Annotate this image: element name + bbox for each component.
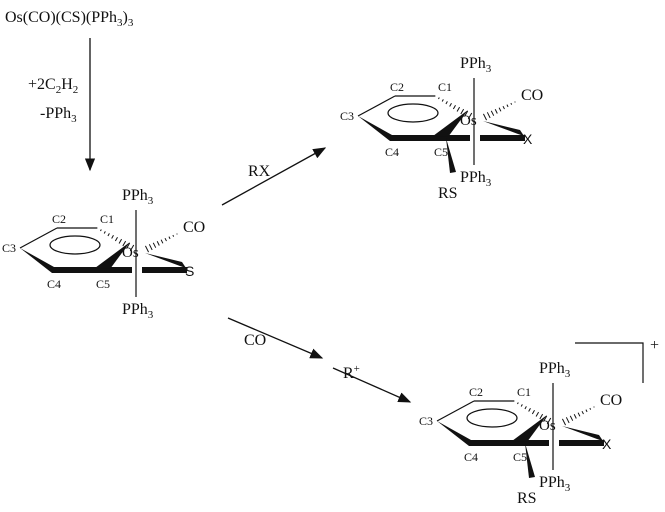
wedge-bond-os-x [483, 121, 524, 136]
bond-c3-c2 [19, 227, 58, 249]
cation-bracket [575, 342, 644, 383]
bold-bond-os-x [142, 267, 187, 273]
wedge-bond-c3-c4 [437, 421, 471, 446]
label-c4: C4 [385, 145, 399, 159]
label-c1: C1 [517, 385, 531, 399]
cation-charge: + [650, 337, 659, 354]
bold-bond-c4-c5 [469, 440, 549, 446]
wedge-bond-os-x [562, 426, 603, 441]
label-c1: C1 [100, 212, 114, 226]
wedge-bond-c5-rs [525, 443, 535, 478]
hashed-bond-c1-os [96, 227, 135, 252]
label-pph3-bottom: PPh3 [460, 169, 492, 189]
bond-c3-c2 [357, 95, 396, 117]
starting-complex-formula: Os(CO)(CS)(PPh3)3 [5, 9, 134, 29]
label-r-plus: R+ [343, 363, 360, 382]
label-pph3-bottom: PPh3 [122, 301, 154, 321]
label-rx: RX [248, 163, 271, 180]
label-c2: C2 [52, 212, 66, 226]
hashed-bond-c1-os [513, 400, 552, 425]
label-metal-os: Os [122, 245, 139, 261]
label-co-ligand: CO [183, 219, 205, 236]
aromatic-ring-circle [466, 408, 518, 428]
label-metal-os: Os [539, 418, 556, 434]
label-x-ligand: X [602, 436, 612, 452]
label-c1: C1 [438, 80, 452, 94]
aromatic-ring-circle [387, 103, 439, 123]
label-x-ligand: X [523, 131, 533, 147]
label-c2: C2 [390, 80, 404, 94]
label-pph3-bottom: PPh3 [539, 474, 571, 494]
wedge-bond-c5-rs [446, 138, 456, 173]
bold-bond-os-x [559, 440, 604, 446]
bold-bond-c4-c5 [52, 267, 132, 273]
wedge-bond-os-x [145, 253, 186, 268]
bold-bond-c4-c5 [390, 135, 470, 141]
label-x-ligand: S [185, 263, 194, 279]
aromatic-ring-circle [49, 235, 101, 255]
reagent-minus-pph3: -PPh3 [40, 105, 77, 125]
label-c2: C2 [469, 385, 483, 399]
label-c3: C3 [340, 109, 354, 123]
label-c5: C5 [96, 277, 110, 291]
wedge-bond-c5-os [512, 415, 547, 442]
hashed-bond-os-co [144, 233, 178, 253]
label-rs: RS [438, 185, 458, 202]
label-c5: C5 [513, 450, 527, 464]
arrow-rx [221, 147, 327, 206]
label-c5: C5 [434, 145, 448, 159]
arrow-co [227, 317, 324, 359]
label-c3: C3 [419, 414, 433, 428]
label-c3: C3 [2, 241, 16, 255]
wedge-bond-c3-c4 [20, 248, 54, 273]
label-pph3-top: PPh3 [539, 360, 571, 380]
wedge-bond-c5-os [433, 110, 468, 137]
wedge-bond-c3-c4 [358, 116, 392, 141]
label-c4: C4 [464, 450, 478, 464]
bond-c3-c2 [436, 400, 475, 422]
reagent-acetylene: +2C2H2 [28, 76, 78, 96]
hashed-bond-os-co [561, 406, 595, 426]
hashed-bond-c1-os [434, 95, 473, 120]
label-co-ligand: CO [600, 392, 622, 409]
arrow-r-plus [332, 367, 412, 403]
label-pph3-top: PPh3 [122, 187, 154, 207]
label-c4: C4 [47, 277, 61, 291]
label-rs: RS [517, 490, 537, 507]
wedge-bond-c5-os [95, 242, 130, 269]
label-co: CO [244, 332, 266, 349]
label-co-ligand: CO [521, 87, 543, 104]
label-metal-os: Os [460, 113, 477, 129]
label-pph3-top: PPh3 [460, 55, 492, 75]
hashed-bond-os-co [482, 101, 516, 121]
bold-bond-os-x [480, 135, 525, 141]
